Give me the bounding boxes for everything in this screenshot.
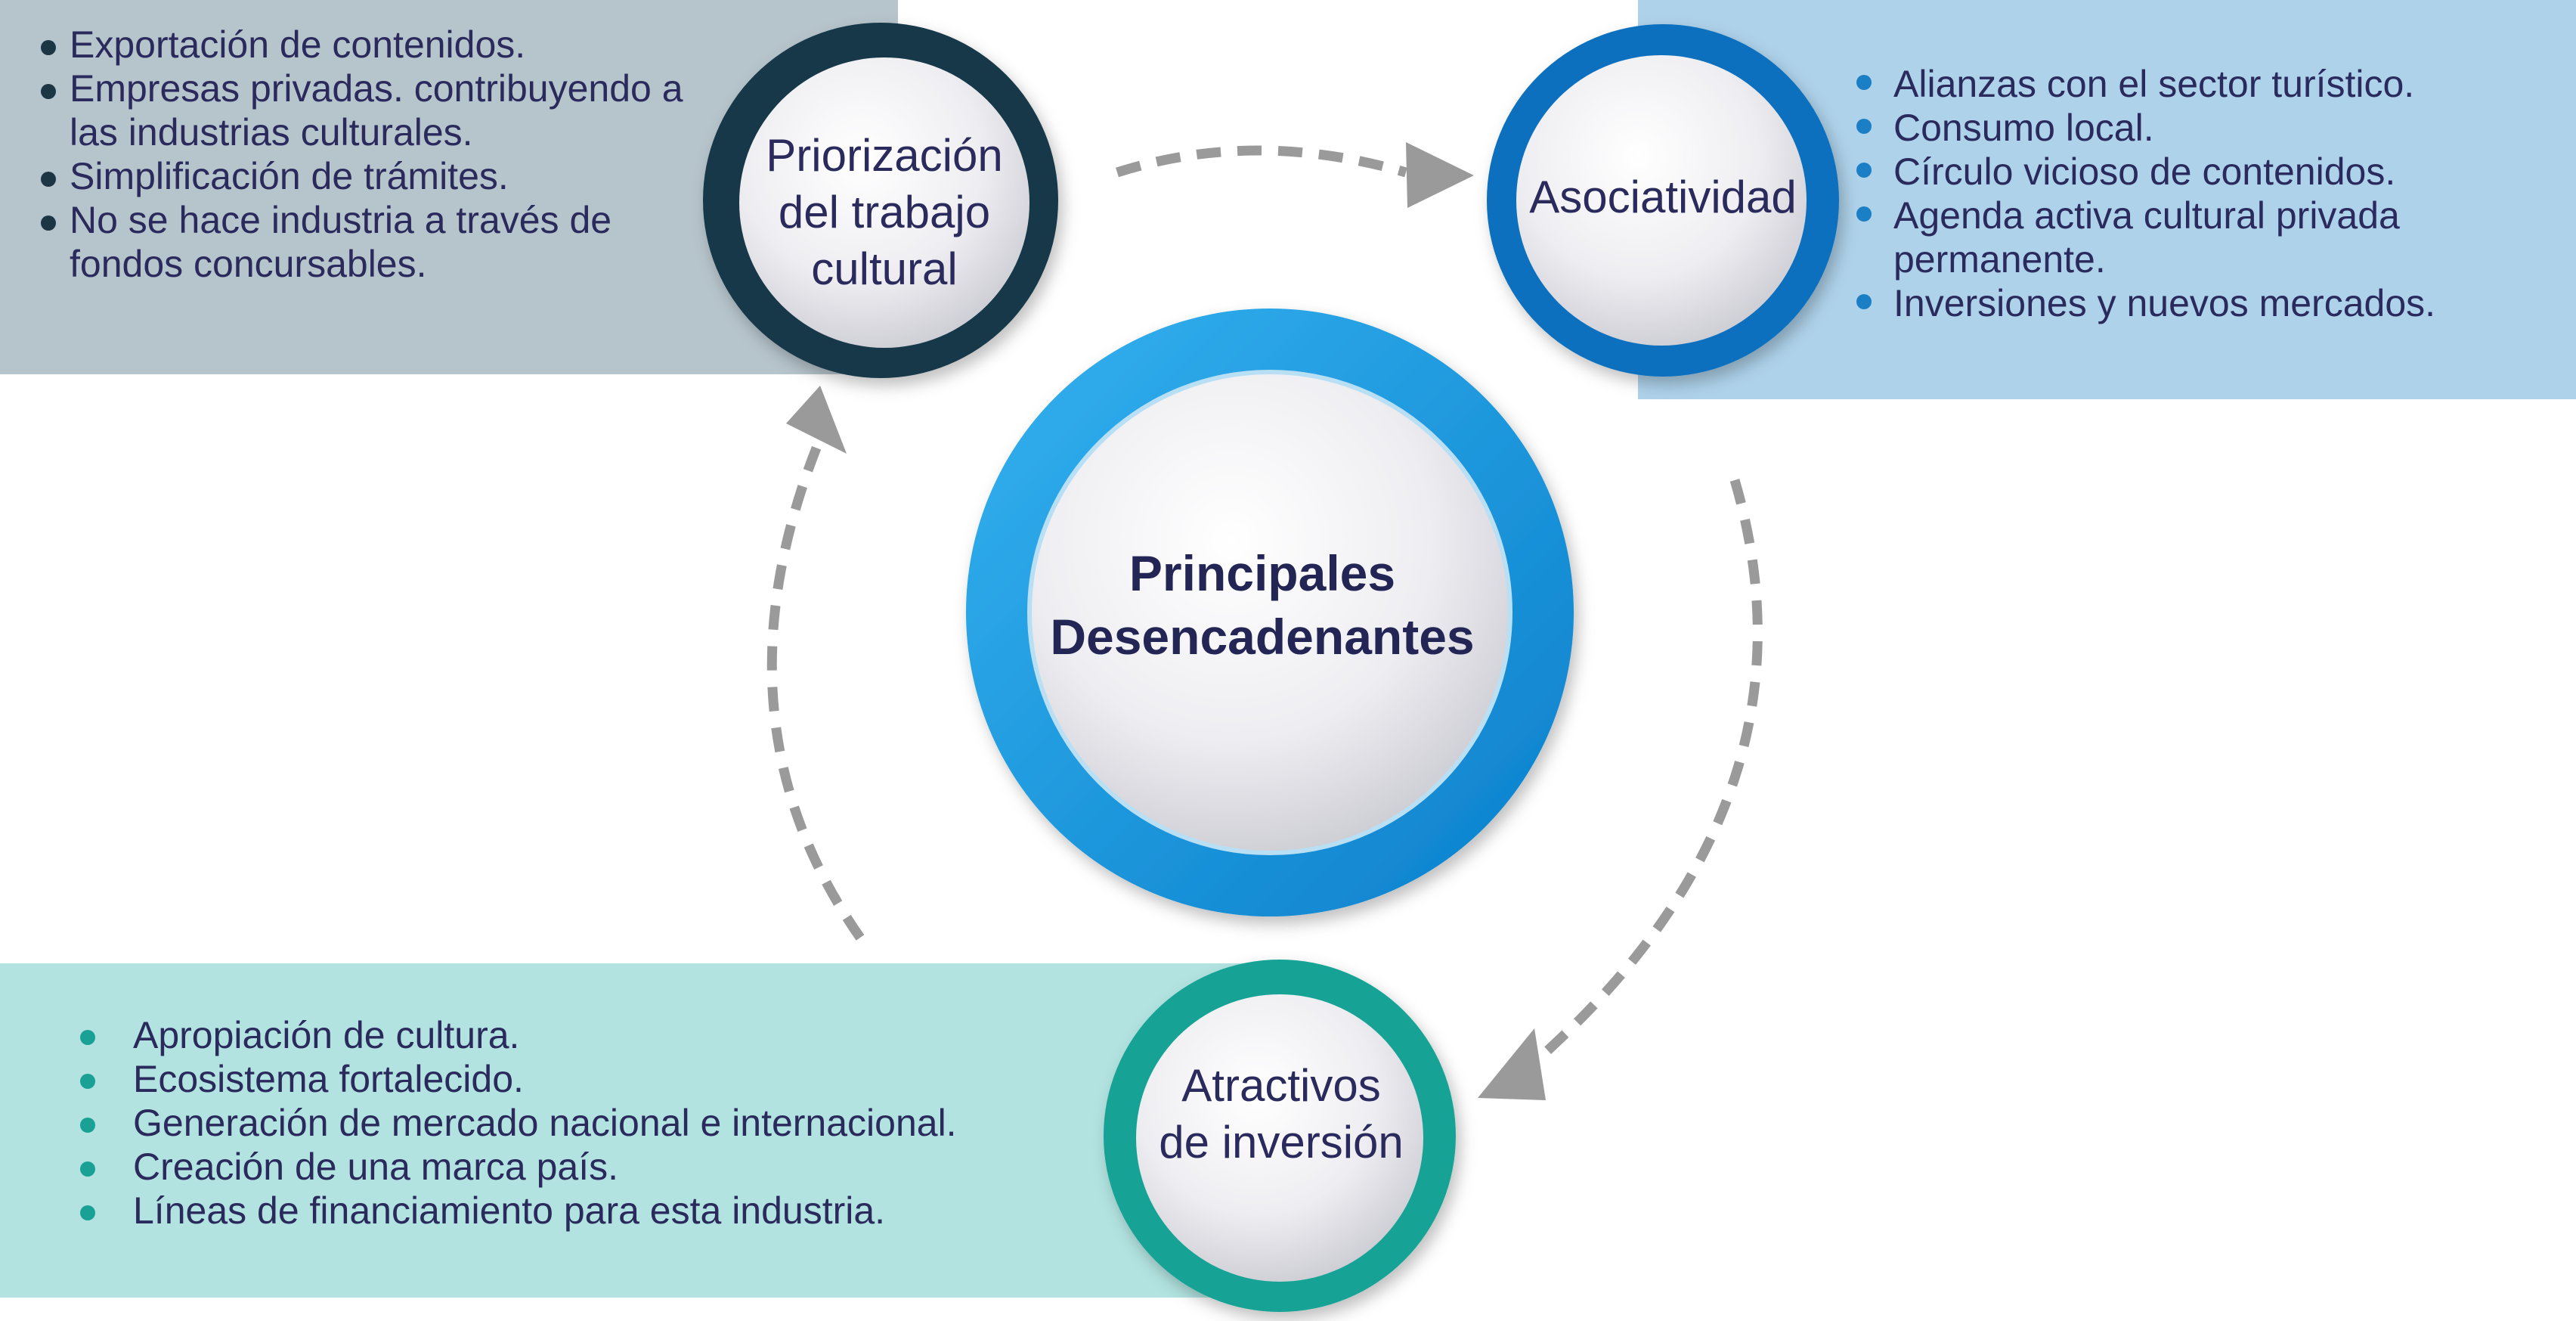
node-atractivos-line-2: de inversión [1159, 1117, 1404, 1168]
bullet-icon [41, 84, 56, 99]
node-priorizacion-label: Priorización del trabajo cultural [745, 125, 1024, 299]
list-item: Apropiación de cultura. [80, 1013, 1267, 1057]
panel-atractivos [0, 963, 1315, 1298]
list-item-text: Círculo vicioso de contenidos. [1893, 150, 2396, 193]
list-item: Inversiones y nuevos mercados. [1856, 281, 2543, 325]
list-item: No se hace industria a través de fondos … [41, 198, 689, 286]
list-item-text: Agenda activa cultural privada permanent… [1893, 194, 2400, 281]
bullet-icon [1856, 294, 1872, 309]
bullet-icon [80, 1205, 95, 1220]
circle-asociatividad [1487, 24, 1839, 377]
list-item: Líneas de financiamiento para esta indus… [80, 1189, 1267, 1233]
node-priorizacion-line-3: cultural [811, 243, 958, 294]
node-atractivos-label: Atractivos de inversión [1141, 1053, 1421, 1174]
circle-priorizacion [703, 23, 1058, 378]
list-item-text: Inversiones y nuevos mercados. [1893, 282, 2436, 324]
list-item-text: Empresas privadas. contribuyendo a las i… [70, 67, 683, 153]
list-item: Círculo vicioso de contenidos. [1856, 150, 2543, 194]
list-item: Agenda activa cultural privada permanent… [1856, 194, 2468, 281]
center-title: Principales Desencadenantes [1013, 529, 1512, 681]
arrowhead-top [1406, 142, 1474, 208]
list-item-text: Simplificación de trámites. [70, 155, 509, 197]
list-item-text: Consumo local. [1893, 107, 2154, 149]
list-atractivos: Apropiación de cultura. Ecosistema forta… [80, 1013, 1267, 1233]
arrowhead-right [1478, 1028, 1546, 1100]
bullet-icon [80, 1161, 95, 1177]
list-item-text: Exportación de contenidos. [70, 23, 526, 66]
center-title-line-2: Desencadenantes [1050, 609, 1475, 665]
arrow-path-right [1531, 479, 1763, 1066]
list-item-text: Líneas de financiamiento para esta indus… [133, 1189, 886, 1232]
center-title-line-1: Principales [1129, 545, 1396, 601]
list-item-text: Generación de mercado nacional e interna… [133, 1102, 957, 1144]
bullet-icon [1856, 75, 1872, 90]
list-item: Simplificación de trámites. [41, 154, 825, 198]
node-asociatividad-label: Asociatividad [1529, 171, 1797, 222]
list-item: Creación de una marca país. [80, 1145, 1267, 1189]
list-item-text: Creación de una marca país. [133, 1146, 619, 1188]
arrow-heads [786, 142, 1546, 1100]
node-priorizacion-line-1: Priorización [766, 129, 1003, 181]
circle-center [966, 309, 1574, 916]
arrow-path-left [766, 436, 865, 941]
bullet-icon [80, 1118, 95, 1133]
bullet-icon [41, 216, 56, 231]
list-item-text: Ecosistema fortalecido. [133, 1058, 524, 1100]
list-item: Generación de mercado nacional e interna… [80, 1101, 1267, 1145]
list-priorizacion: Exportación de contenidos. Empresas priv… [41, 23, 825, 286]
list-item: Empresas privadas. contribuyendo a las i… [41, 67, 735, 154]
list-item: Consumo local. [1856, 106, 2543, 150]
bullet-icon [41, 172, 56, 187]
list-asociatividad: Alianzas con el sector turístico. Consum… [1856, 62, 2543, 325]
bullet-icon [80, 1074, 95, 1089]
list-item-text: Apropiación de cultura. [133, 1014, 520, 1056]
bullet-icon [80, 1030, 95, 1045]
bullet-icon [41, 40, 56, 55]
list-item: Exportación de contenidos. [41, 23, 825, 67]
bullet-icon [1856, 119, 1872, 134]
node-atractivos-line-1: Atractivos [1181, 1060, 1381, 1111]
bullet-icon [1856, 206, 1872, 222]
bullet-icon [1856, 163, 1872, 178]
arrowhead-left [786, 386, 847, 454]
node-priorizacion-line-2: del trabajo [778, 186, 991, 237]
list-item-text: No se hace industria a través de fondos … [70, 199, 612, 285]
list-item-text: Alianzas con el sector turístico. [1893, 63, 2415, 105]
arrow-path-top [1116, 145, 1407, 178]
list-item: Ecosistema fortalecido. [80, 1057, 1267, 1101]
cycle-arrows [766, 145, 1763, 1066]
circle-atractivos [1104, 960, 1456, 1312]
list-item: Alianzas con el sector turístico. [1856, 62, 2543, 106]
